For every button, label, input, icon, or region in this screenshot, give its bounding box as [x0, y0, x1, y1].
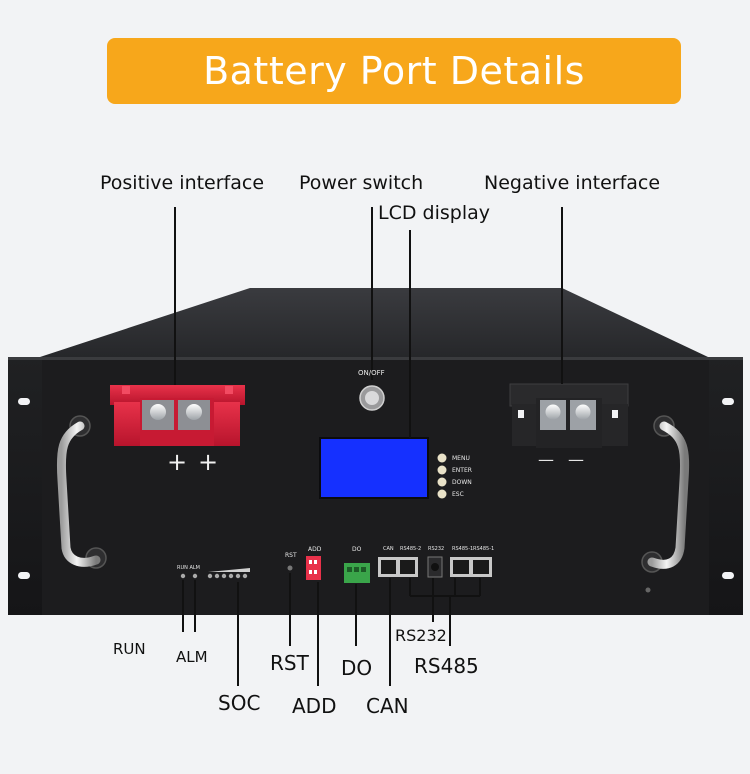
- plus-sign-1: +: [167, 448, 188, 476]
- negative-interface-label: Negative interface: [484, 172, 661, 194]
- lcd-screen: [319, 437, 429, 499]
- can-rs485-2-ports: [378, 557, 418, 577]
- lcd-buttons: [437, 453, 447, 499]
- rs232-silk-label: RS232: [428, 546, 445, 552]
- onoff-silk-label: ON/OFF: [358, 369, 385, 377]
- rs232-port: [427, 556, 443, 578]
- alm-label: ALM: [176, 648, 208, 666]
- menu-button-label: MENU: [452, 455, 470, 462]
- rs485-1-ports: [450, 557, 492, 577]
- positive-interface-label: Positive interface: [100, 172, 265, 194]
- down-button-label: DOWN: [452, 479, 472, 486]
- run-label: RUN: [113, 640, 146, 658]
- rs485-label: RS485: [414, 654, 479, 678]
- plus-sign-2: +: [198, 448, 219, 476]
- esc-button-label: ESC: [452, 491, 464, 498]
- title-banner: Battery Port Details: [107, 38, 681, 104]
- run-alm-silk-label: RUN ALM: [177, 565, 200, 571]
- minus-sign-2: —: [568, 450, 584, 469]
- page-title: Battery Port Details: [203, 49, 585, 93]
- right-handle: [641, 415, 690, 573]
- run-led: [180, 573, 186, 579]
- can-label: CAN: [366, 694, 409, 718]
- do-label: DO: [341, 656, 373, 680]
- rst-hole: [287, 565, 293, 571]
- rs485-2-silk-label: RS485-2: [400, 546, 422, 552]
- alm-led: [192, 573, 198, 579]
- chassis-top: [40, 288, 708, 357]
- add-label: ADD: [292, 694, 337, 718]
- callout-lines: [174, 207, 563, 686]
- soc-leds: [207, 568, 250, 579]
- do-connector: [344, 563, 370, 583]
- lcd-display-label: LCD display: [378, 202, 490, 224]
- rs232-label: RS232: [395, 626, 447, 645]
- rs485-1b-silk-label: RS485-1: [473, 546, 495, 552]
- add-dip-switch: [306, 556, 321, 580]
- power-switch: [359, 385, 385, 411]
- rst-silk-label: RST: [285, 552, 297, 559]
- add-silk-label: ADD: [308, 546, 322, 553]
- minus-sign-1: —: [538, 450, 554, 469]
- rs485-1a-silk-label: RS485-1: [452, 546, 474, 552]
- positive-terminal: [110, 385, 245, 446]
- enter-button-label: ENTER: [452, 467, 472, 474]
- rst-label: RST: [270, 651, 309, 675]
- negative-terminal: [509, 383, 629, 448]
- soc-label: SOC: [218, 691, 261, 715]
- power-switch-label: Power switch: [299, 172, 424, 194]
- do-silk-label: DO: [352, 546, 362, 553]
- left-handle: [56, 415, 107, 569]
- can-silk-label: CAN: [383, 546, 394, 552]
